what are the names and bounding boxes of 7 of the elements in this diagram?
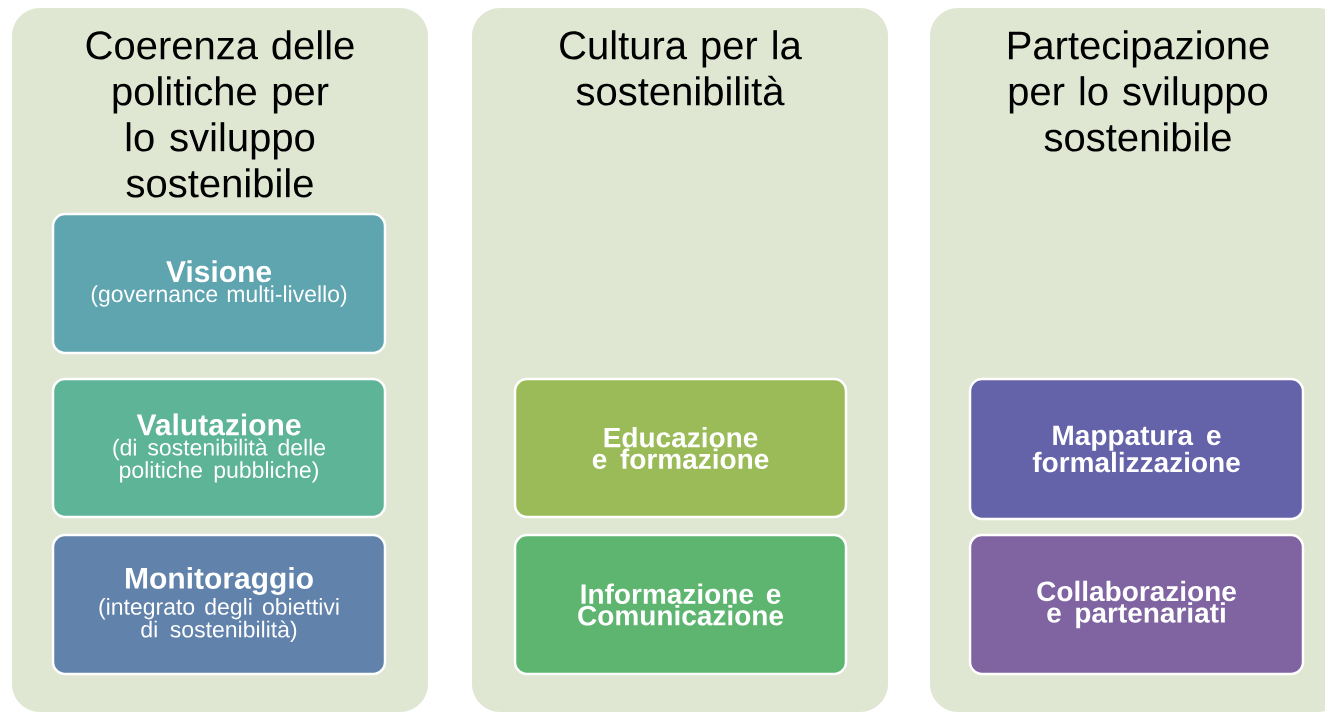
category-box: Mappatura e formalizzazione	[968, 377, 1305, 521]
category-box: Visione (governance multi-livello)	[51, 212, 387, 355]
category-box: Educazione e formazione	[513, 377, 848, 519]
category-box: Monitoraggio (integrato degli obiettivi di sostenibilità)	[51, 533, 387, 676]
category-box: Informazione e Comunicazione	[513, 533, 848, 676]
category-box: Valutazione (di sostenibilità delle politiche pubbliche)	[51, 377, 387, 519]
category-box: Collaborazione e partenariati	[968, 533, 1305, 676]
